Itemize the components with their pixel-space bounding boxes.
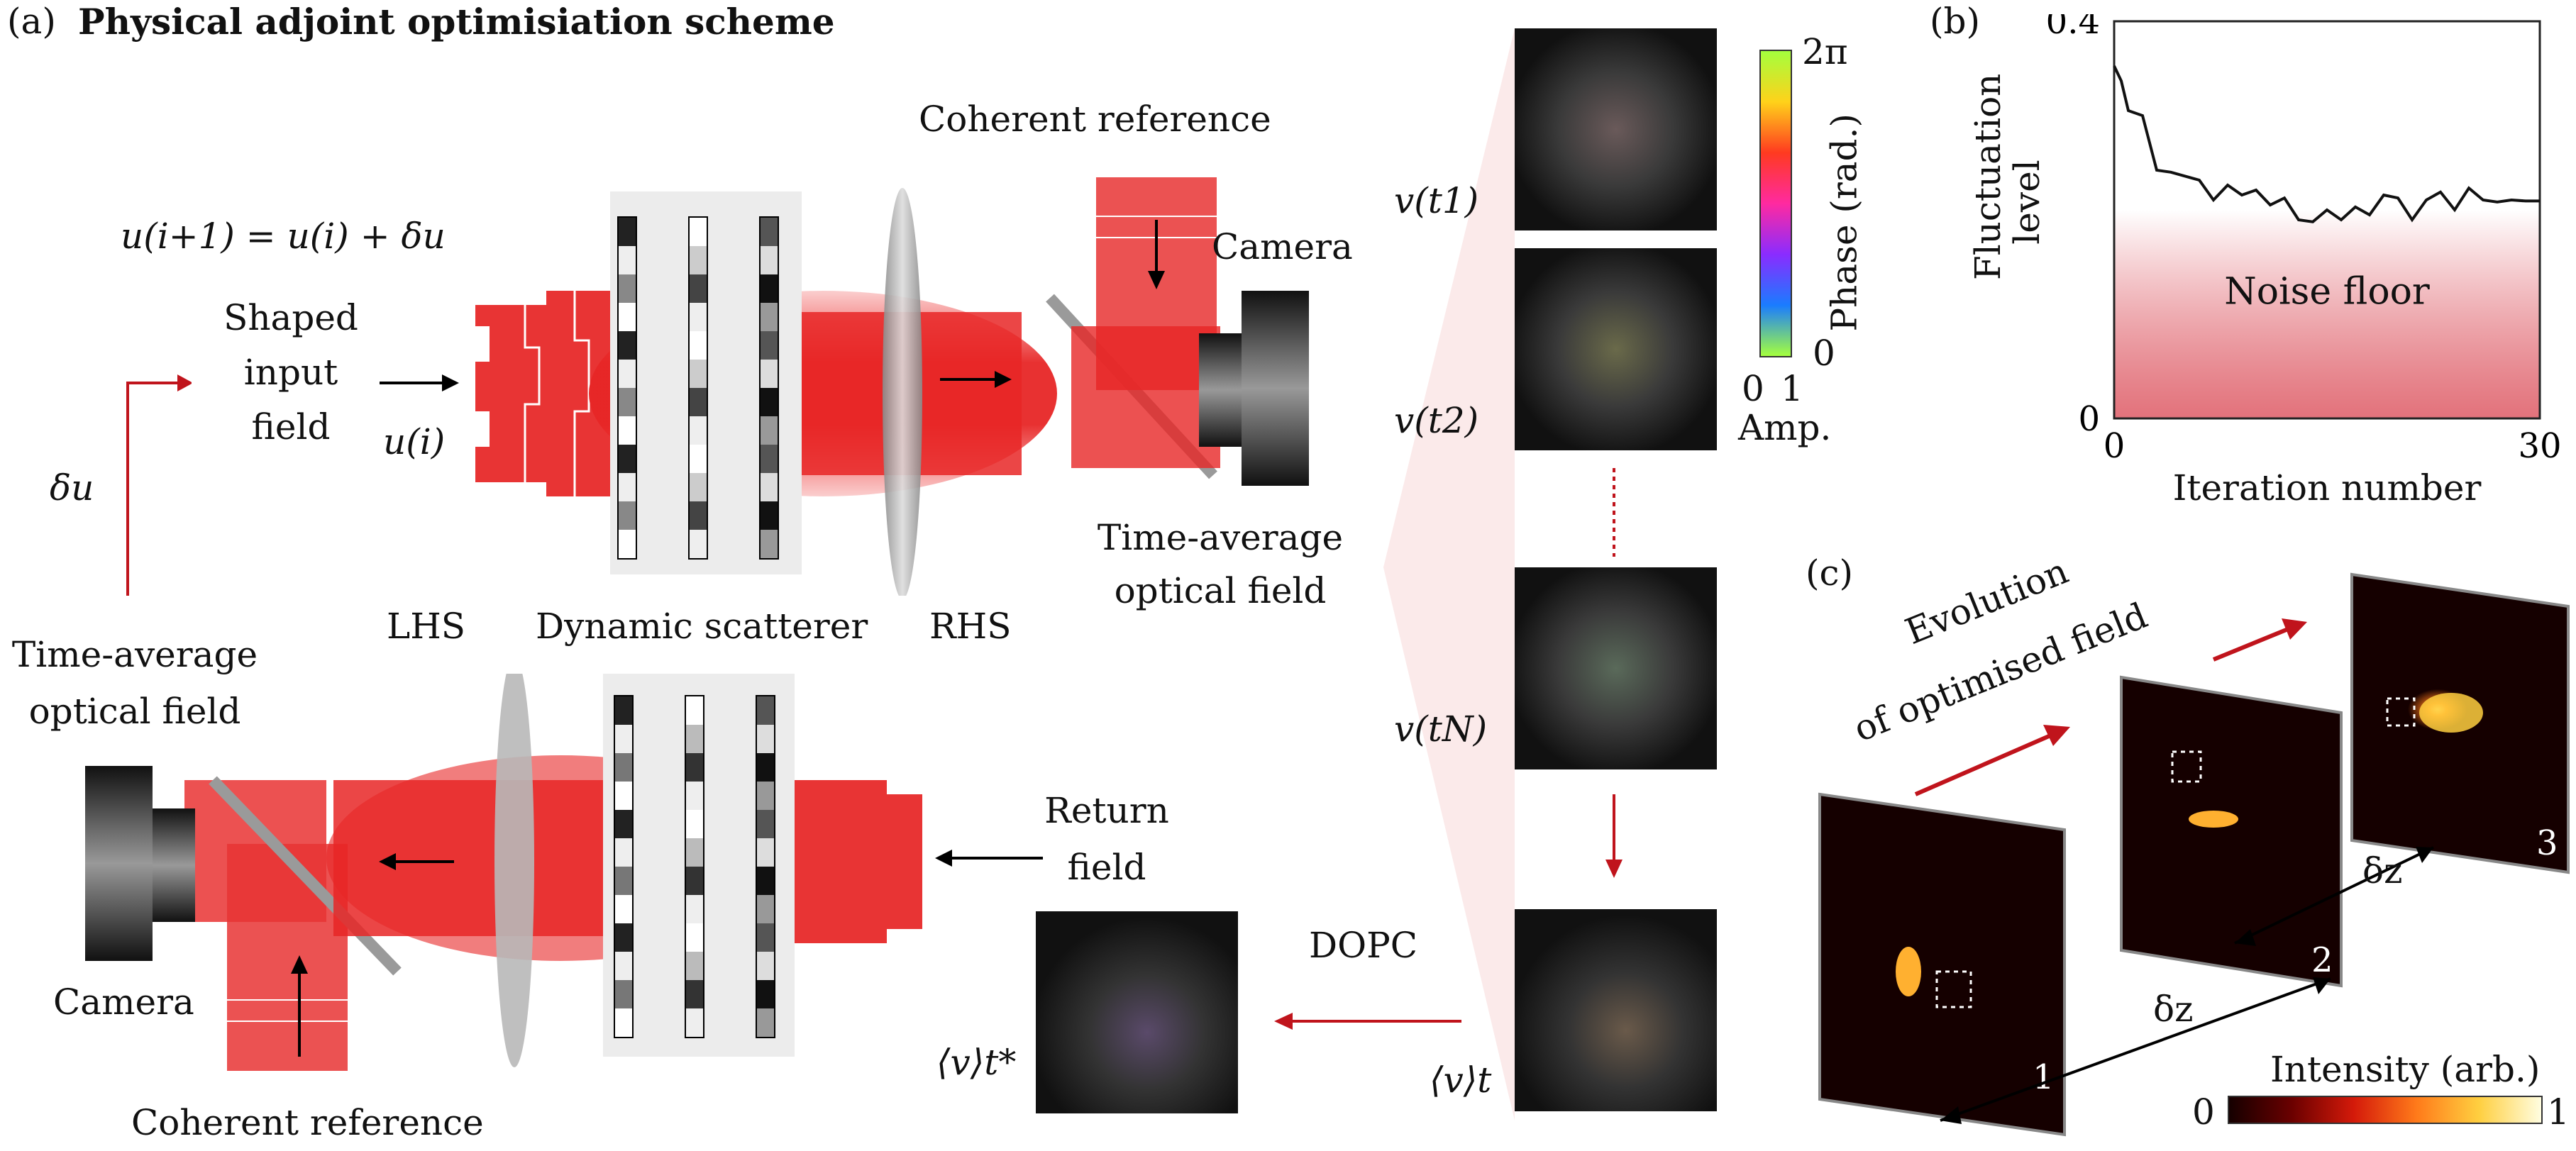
panel-c-label: (c) (1806, 552, 1854, 594)
update-rule: u(i+1) = u(i) + δu (121, 216, 446, 257)
shaped-input-line3: field (251, 406, 331, 447)
plane-3-number: 3 (2536, 823, 2558, 863)
speckle-frame-t1 (1515, 28, 1717, 230)
frame-label-avg: ⟨v⟩t (1430, 1060, 1492, 1101)
return-arrow (935, 850, 1043, 867)
dynamic-scatterer-label: Dynamic scatterer (536, 606, 868, 647)
lhs-label: LHS (387, 606, 466, 647)
time-average-left-2: optical field (28, 691, 241, 732)
phase-colorbar (1759, 50, 1792, 357)
speckle-frame-t2 (1515, 248, 1717, 450)
time-average-left-1: Time-average (11, 634, 258, 675)
intensity-cbar-min: 0 (2192, 1091, 2215, 1133)
scatterer-strip-bottom-3 (756, 695, 775, 1038)
amp-max: 1 (1781, 368, 1803, 409)
time-average-right-1: Time-average (1097, 517, 1344, 558)
intensity-cbar-max: 1 (2547, 1091, 2570, 1133)
intensity-cbar-label: Intensity (arb.) (2270, 1049, 2541, 1090)
plane-1 (1818, 792, 2066, 1137)
y-axis-label-text: Fluctuation level (1967, 73, 2047, 280)
input-arrow (380, 374, 459, 391)
delta-u-arrow (126, 374, 192, 596)
x-tick-label: 0 (2104, 426, 2126, 466)
bottom-optical-train (184, 674, 922, 1071)
camera-bottom-label: Camera (53, 982, 194, 1023)
y-axis-label: Fluctuation level (1967, 73, 2047, 280)
x-tick-label: 30 (2518, 426, 2561, 466)
camera-bottom (85, 766, 195, 961)
evolution-planes: 1 2 3 (1818, 572, 2570, 1137)
scatterer-strip-top-1 (617, 216, 637, 560)
x-axis-label: Iteration number (2173, 467, 2482, 508)
series-line (2113, 65, 2540, 223)
time-average-right-2: optical field (1114, 570, 1327, 611)
u-i-label: u(i) (383, 421, 446, 462)
scatterer-strip-bottom-2 (685, 695, 704, 1038)
y-tick-label: 0 (2078, 399, 2100, 439)
dopc-label: DOPC (1309, 925, 1417, 966)
speckle-frame-tN (1515, 567, 1717, 769)
frame-label-t1: v(t1) (1394, 180, 1479, 221)
phase-cbar-label: Phase (rad.) (1823, 113, 1865, 332)
frame-fan (1383, 28, 1515, 1121)
plot-frame (2113, 20, 2541, 420)
camera-top (1199, 291, 1309, 486)
camera-top-label: Camera (1212, 226, 1353, 267)
fluctuation-chart: 0 0.4 0 30 Noise floor Iteration number (2046, 14, 2561, 508)
scatterer-strip-top-3 (759, 216, 779, 560)
panel-a-label: (a) (7, 1, 56, 42)
scatterer-strip-bottom-1 (614, 695, 634, 1038)
update-rule-text: u(i+1) = u(i) + δu (121, 216, 446, 257)
frame-label-t2: v(t2) (1394, 400, 1479, 441)
frame-label-tN: v(tN) (1394, 708, 1488, 750)
noise-floor-band (2114, 210, 2540, 418)
frame-label-conj: ⟨v⟩t* (936, 1042, 1017, 1083)
phase-cbar-bottom: 0 (1813, 333, 1835, 374)
amp-label: Amp. (1738, 407, 1832, 448)
y-tick-label: 0.4 (2046, 14, 2100, 42)
shaped-input-line2: input (243, 352, 338, 393)
speckle-frame-avg (1515, 909, 1717, 1111)
down-arrow-avg (1605, 794, 1623, 878)
dz-label-1: δz (2153, 989, 2194, 1030)
noise-floor-label: Noise floor (2224, 270, 2430, 313)
panel-a-title: Physical adjoint optimisiation scheme (78, 1, 835, 43)
dotted-ellipsis (1613, 468, 1615, 557)
phase-cbar-top: 2π (1802, 31, 1848, 72)
speckle-frame-conj (1036, 911, 1238, 1113)
coherent-reference-bottom: Coherent reference (131, 1102, 484, 1143)
scatterer-strip-top-2 (688, 216, 708, 560)
shaped-input-line1: Shaped (223, 297, 358, 338)
return-field-line2: field (1067, 847, 1146, 888)
intensity-colorbar (2228, 1096, 2543, 1124)
dopc-arrow (1274, 1013, 1461, 1030)
panel-b-label: (b) (1930, 1, 1981, 42)
dz-label-2: δz (2362, 850, 2403, 891)
delta-u-label: δu (50, 467, 94, 508)
plane-2-number: 2 (2311, 940, 2333, 980)
amp-min: 0 (1742, 368, 1764, 409)
rhs-label: RHS (929, 606, 1012, 647)
plane-1-number: 1 (2033, 1057, 2055, 1097)
return-field-line1: Return (1044, 790, 1169, 831)
coherent-reference-top: Coherent reference (919, 99, 1271, 140)
plane-2 (2120, 675, 2343, 988)
